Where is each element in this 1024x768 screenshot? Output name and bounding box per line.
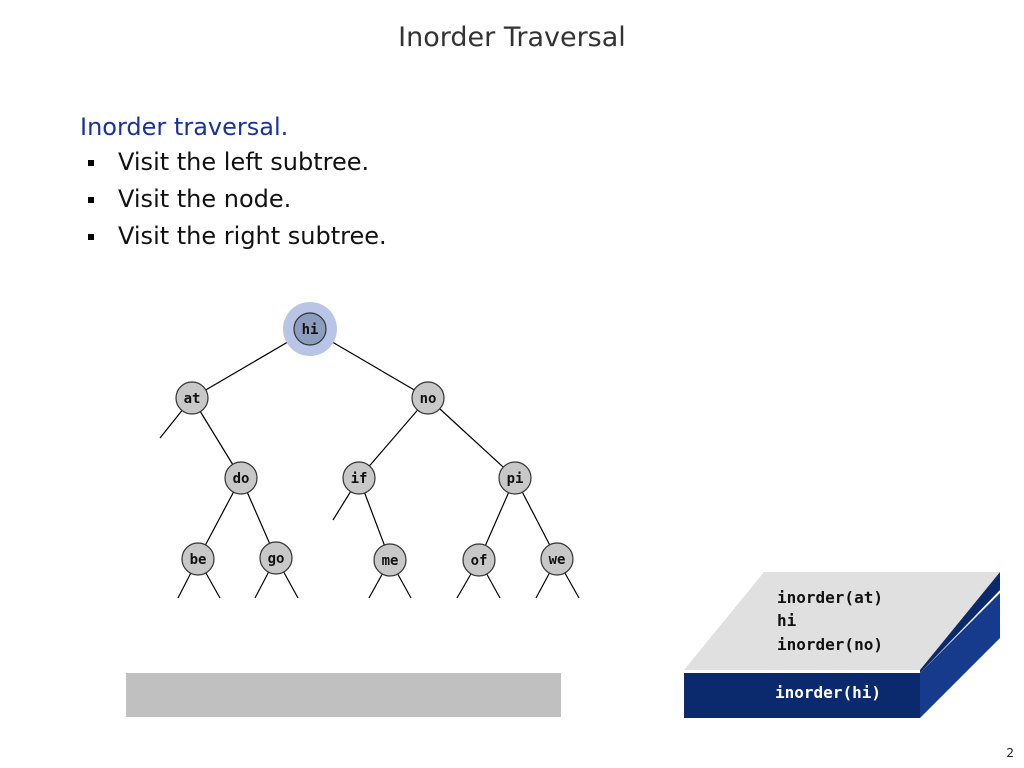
node-label: do <box>233 471 250 487</box>
bullet-text: Visit the node. <box>118 185 292 213</box>
call-stack: inorder(at) hi inorder(no) inorder(hi) <box>684 572 1000 718</box>
slide-title: Inorder Traversal <box>398 22 626 53</box>
tree-node-go: go <box>259 541 293 575</box>
tree-nodes: hi at no do if pi be go <box>175 312 574 577</box>
node-label: if <box>351 471 368 487</box>
bullet-icon <box>88 234 94 240</box>
node-label: of <box>471 553 488 569</box>
stack-frame-line: hi <box>777 611 797 630</box>
output-bar <box>126 673 561 717</box>
tree-node-me: me <box>373 543 407 577</box>
bullet-text: Visit the right subtree. <box>118 222 387 250</box>
node-label: no <box>420 391 437 407</box>
edge-no-pi <box>427 397 516 479</box>
node-label: hi <box>302 322 319 338</box>
edge-no-if <box>358 397 429 479</box>
tree-node-at: at <box>175 381 209 415</box>
stack-frame-line: inorder(at) <box>777 588 883 607</box>
node-label: me <box>382 553 399 569</box>
stack-base-front <box>684 673 920 718</box>
node-label: be <box>190 552 207 568</box>
section-heading: Inorder traversal. <box>80 113 289 141</box>
tree-node-of: of <box>462 543 496 577</box>
tree-node-if: if <box>342 461 376 495</box>
bullet-icon <box>88 160 94 166</box>
node-label: we <box>549 552 566 568</box>
node-label: at <box>184 391 201 407</box>
bullet-text: Visit the left subtree. <box>118 148 370 176</box>
tree-node-do: do <box>224 461 258 495</box>
tree-node-pi: pi <box>498 461 532 495</box>
tree-node-we: we <box>540 542 574 576</box>
stack-frame-line: inorder(no) <box>777 635 883 654</box>
stack-base-side <box>920 593 1000 718</box>
stack-base-label: inorder(hi) <box>775 683 881 702</box>
stack-top-face <box>684 572 1000 670</box>
tree-node-be: be <box>181 542 215 576</box>
stack-top-edge <box>920 572 1000 673</box>
page-number: 2 <box>1006 746 1014 760</box>
bullet-icon <box>88 197 94 203</box>
node-label: go <box>268 551 285 567</box>
tree-node-hi: hi <box>293 312 327 346</box>
node-label: pi <box>507 471 524 487</box>
tree-node-no: no <box>411 381 445 415</box>
